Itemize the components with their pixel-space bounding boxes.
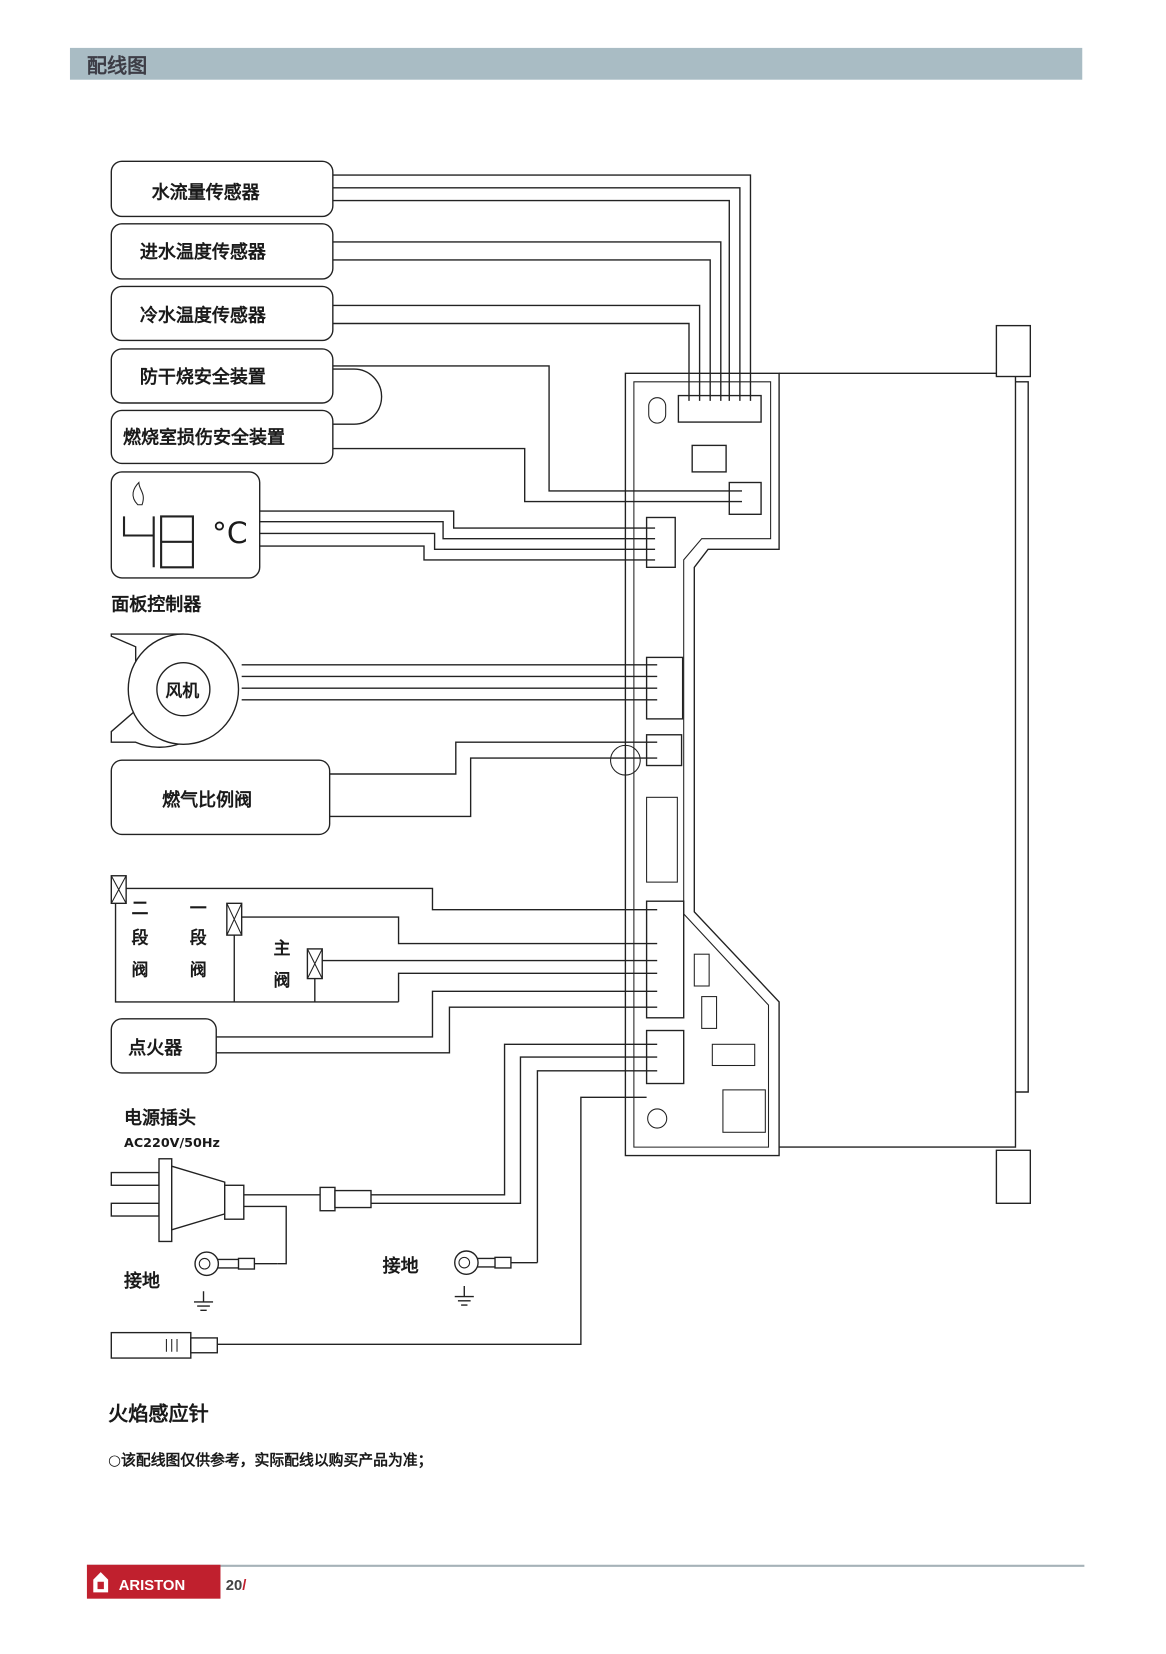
ground-terminal-2 xyxy=(454,1250,538,1306)
component-igniter: 点火器 xyxy=(110,1018,217,1074)
component-fan: 风机 xyxy=(110,633,240,748)
component-gas-proportional-valve: 燃气比例阀 xyxy=(110,759,331,836)
svg-text:二: 二 xyxy=(131,898,148,918)
svg-text:冷水温度传感器: 冷水温度传感器 xyxy=(140,304,267,326)
component-cold-water-temp-sensor: 冷水温度传感器 xyxy=(110,285,334,342)
svg-text:水流量传感器: 水流量传感器 xyxy=(152,181,261,203)
power-plug-icon xyxy=(110,1158,372,1265)
component-inlet-temp-sensor: 进水温度传感器 xyxy=(110,223,334,280)
wires xyxy=(126,174,752,1345)
svg-text:燃气比例阀: 燃气比例阀 xyxy=(162,789,252,811)
header-bar xyxy=(69,47,1083,80)
flame-sensor-icon xyxy=(110,1331,218,1359)
house-icon xyxy=(93,1572,109,1593)
power-plug-label: 电源插头 xyxy=(124,1107,196,1129)
svg-text:主: 主 xyxy=(273,938,290,958)
ariston-logo: ARISTON xyxy=(86,1564,221,1599)
flame-sensor-label: 火焰感应针 xyxy=(108,1402,209,1426)
svg-text:段: 段 xyxy=(190,928,207,948)
svg-text:阀: 阀 xyxy=(273,970,290,990)
svg-text:风机: 风机 xyxy=(165,681,199,701)
svg-text:防干烧安全装置: 防干烧安全装置 xyxy=(140,366,266,388)
ground-terminal-1 xyxy=(193,1251,278,1312)
panel-controller-label: 面板控制器 xyxy=(111,594,202,616)
page-number: 20/ xyxy=(226,1578,247,1594)
ground-symbol-icon xyxy=(454,1285,474,1306)
heater-body xyxy=(779,324,1032,1204)
svg-text:燃烧室损伤安全装置: 燃烧室损伤安全装置 xyxy=(123,426,285,448)
component-water-flow-sensor: 水流量传感器 xyxy=(110,160,334,218)
panel-controller-display: °C xyxy=(110,471,261,579)
svg-text:段: 段 xyxy=(131,928,148,948)
page-title: 配线图 xyxy=(87,53,147,77)
svg-text:阀: 阀 xyxy=(190,959,207,979)
component-valves: 二 段 阀 一 段 阀 主 阀 xyxy=(110,875,399,1003)
component-chamber-damage-protection: 燃烧室损伤安全装置 xyxy=(110,409,334,465)
disclaimer-note: ○该配线图仅供参考，实际配线以购买产品为准； xyxy=(108,1451,432,1469)
svg-text:点火器: 点火器 xyxy=(128,1037,183,1059)
flame-icon xyxy=(132,481,144,506)
svg-text:°C: °C xyxy=(212,515,248,550)
component-dry-fire-protection: 防干烧安全装置 xyxy=(110,348,334,404)
svg-text:ARISTON: ARISTON xyxy=(119,1578,185,1594)
seven-segment-digits xyxy=(122,515,194,569)
jumper-loop xyxy=(332,368,383,425)
ground-label-2: 接地 xyxy=(383,1255,419,1277)
svg-text:一: 一 xyxy=(190,898,207,918)
svg-text:阀: 阀 xyxy=(131,959,148,979)
ground-symbol-icon xyxy=(193,1291,214,1312)
power-spec: AC220V/50Hz xyxy=(124,1135,220,1150)
svg-text:进水温度传感器: 进水温度传感器 xyxy=(140,241,267,263)
ground-label-1: 接地 xyxy=(124,1270,160,1292)
